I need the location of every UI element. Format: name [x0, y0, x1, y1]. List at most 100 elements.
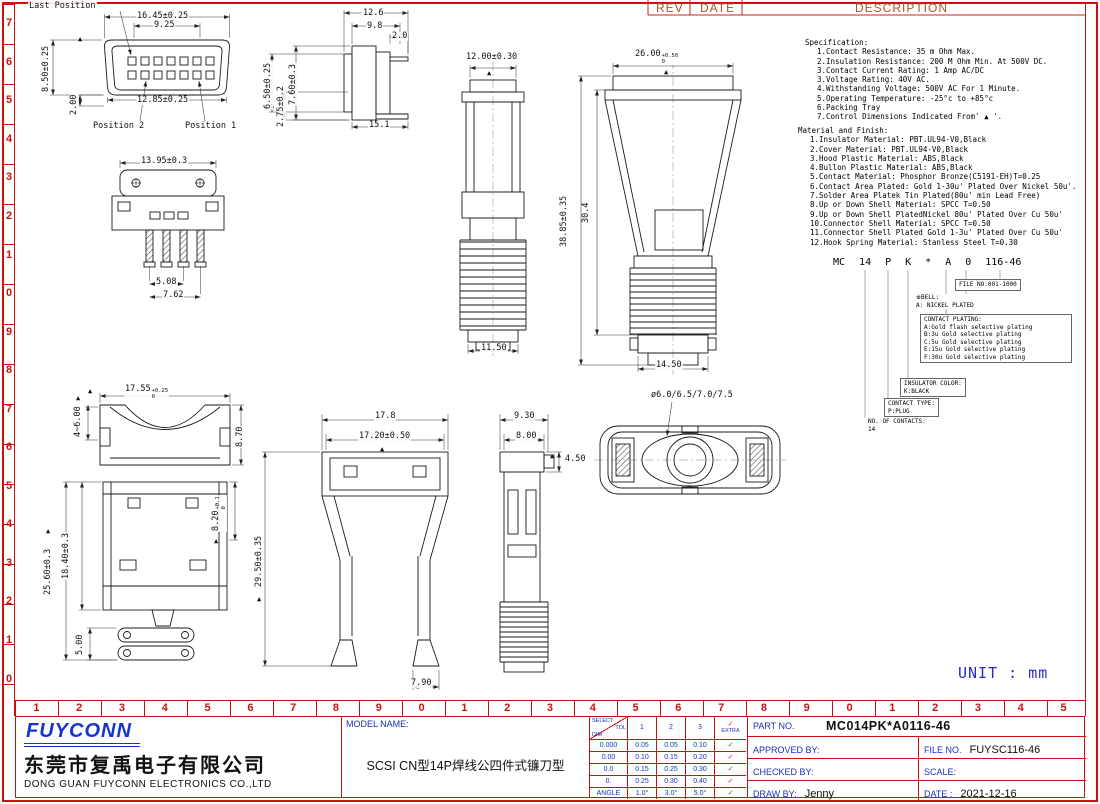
part-no-row: PART NO. MC014PK*A0116-46 [748, 717, 1086, 737]
dim-d508: 5.08 [155, 277, 178, 287]
check-mark: ✓ [727, 742, 734, 749]
label-position-1: Position 1 [184, 121, 238, 131]
approved-by-label: APPROVED BY: [753, 745, 820, 755]
company-logo: FUYCONN [24, 720, 140, 747]
tolerance-col-header-extra: ✓ EXTRA [714, 717, 746, 739]
specification-line: 1.Contact Resistance: 35 m Ohm Max. [817, 47, 976, 57]
dim-cable-diameter: ø6.0/6.5/7.0/7.5 [650, 390, 734, 400]
specification-line: 5.Operating Temperature: -25°c to +85°c [817, 93, 994, 103]
company-name-en: DONG GUAN FUYCONN ELECTRONICS CO.,LTD [24, 779, 272, 790]
draw-by-cell: DRAW BY:Jenny [748, 780, 918, 802]
material-line: 1.Insulator Material: PBT.UL94-V0,Black [810, 135, 987, 145]
view-overmold-narrow [459, 79, 527, 351]
dim-d500: 5.00 [75, 633, 85, 656]
check-mark: ✓ [727, 754, 734, 761]
tolerance-cell: 1.0° [627, 787, 656, 799]
ruler-number: 4 [5, 518, 13, 531]
ruler-number: 0 [846, 702, 853, 714]
centerlines [492, 60, 786, 461]
material-line: 10.Connector Shell Material: SPCC T=0.50 [810, 218, 991, 228]
view-hood-side [102, 481, 228, 661]
ruler-number: 1 [5, 248, 13, 261]
tolerance-check-cell: ✓ [714, 787, 746, 799]
model-name-label: MODEL NAME: [346, 719, 409, 729]
control-dim-marker: ▲ [78, 35, 83, 43]
dim-d1840: 18.40±0.3 [61, 531, 71, 580]
dim-d1450: 14.50 [655, 360, 683, 370]
ruler-number: 1 [33, 702, 40, 714]
bell-title: ※BELL: [916, 294, 940, 301]
contacts-count-box: NO. OF CONTACTS: 14 [868, 418, 926, 433]
ruler-number: 3 [546, 702, 554, 714]
insulator-color-value: K:BLACK [904, 387, 930, 395]
ruler-number: 9 [803, 702, 810, 714]
ruler-number: 7 [5, 402, 13, 415]
specification-line: 7.Control Dimensions Indicated From' ▲ '… [817, 112, 1003, 122]
approved-by-cell: APPROVED BY: [748, 737, 918, 758]
file-no-cell: FILE NO.FUYSC116-46 [918, 737, 1086, 758]
tolerance-check-cell: ✓ [714, 775, 746, 787]
tolerance-select-label: SELECT [592, 718, 614, 724]
ruler-number: 5 [204, 702, 211, 714]
specification-line: 6.Packing Tray [817, 103, 881, 113]
part-no-label: PART NO. [753, 721, 795, 731]
dim-d1200: 12.00±0.30 [465, 52, 519, 62]
material-line: 3.Hood Plastic Material: ABS,Black [810, 153, 964, 163]
ruler-number: 4 [5, 132, 13, 145]
control-dim-marker: ▲ [88, 387, 93, 395]
part-code-segment: P [885, 257, 892, 268]
dim-d2600-value: 26.00 [635, 49, 661, 59]
ruler-number: 4 [161, 702, 168, 714]
ruler-number: 6 [5, 55, 13, 68]
dim-d1285: 12.85±0.25 [136, 95, 190, 105]
tolerance-row-label: 0.0 [590, 763, 627, 775]
control-dim-marker: ▲ [46, 527, 51, 535]
control-dim-marker: ▲ [257, 595, 262, 603]
company-name-cn: 东莞市复禹电子有限公司 [24, 755, 266, 777]
ruler-number: 2 [504, 702, 511, 714]
ruler-number: 5 [5, 479, 13, 492]
specification-line: 3.Voltage Rating: 40V AC. [817, 75, 930, 85]
tolerance-cell: 0.15 [656, 751, 685, 763]
tolerance-col-header: 3 [685, 717, 714, 739]
view-cable-clamp [599, 425, 781, 495]
label-position-2: Position 2 [92, 121, 146, 131]
tolerance-cell: 0.30 [656, 775, 685, 787]
ruler-number: 0 [5, 672, 13, 685]
view-connector-rear [111, 169, 225, 268]
ruler-number: 3 [118, 702, 126, 714]
tolerance-cell: 0.05 [656, 739, 685, 751]
ruler-number: 8 [760, 702, 767, 714]
check-mark: ✓ [727, 721, 734, 728]
ruler-number: 5 [5, 94, 13, 107]
ruler-number: 3 [974, 702, 981, 714]
ruler-number: 2 [5, 595, 13, 608]
tolerance-cell: 0.40 [685, 775, 714, 787]
tolerance-row-label: 0.000 [590, 739, 627, 751]
tolerance-cell: 5.0° [685, 787, 714, 799]
dim-d870: 8.70 [235, 425, 245, 448]
ruler-number: 2 [76, 702, 83, 714]
control-dim-marker: ▲ [664, 68, 669, 76]
dim-d760: 7.60±0.3 [288, 63, 298, 106]
dim-d1150: 11.50 [480, 343, 508, 353]
material-line: 6.Contact Area Plated: Gold 1-30u' Plate… [810, 181, 1077, 191]
dim-d151: 15.1 [368, 120, 391, 130]
ruler-number: 2 [5, 210, 13, 222]
dim-d820-value: 8.20 [211, 510, 221, 531]
material-line: 5.Contact Material: Phosphor Bronze(C519… [810, 172, 1041, 182]
control-dim-marker: ▲ [214, 537, 219, 545]
ruler-number: 6 [247, 702, 254, 714]
ruler-number: 6 [5, 441, 13, 454]
tolerance-cell: 0.20 [685, 751, 714, 763]
dim-d20: 2.0 [391, 31, 409, 41]
view-hood-top [99, 404, 231, 466]
view-connector-face [104, 39, 230, 96]
dim-d98: 9.8 [366, 21, 384, 31]
tolerance-cell: 0.10 [685, 739, 714, 751]
company-cell: FUYCONN 东莞市复禹电子有限公司 DONG GUAN FUYCONN EL… [16, 717, 342, 797]
dim-d1755-value: 17.55 [125, 384, 151, 394]
